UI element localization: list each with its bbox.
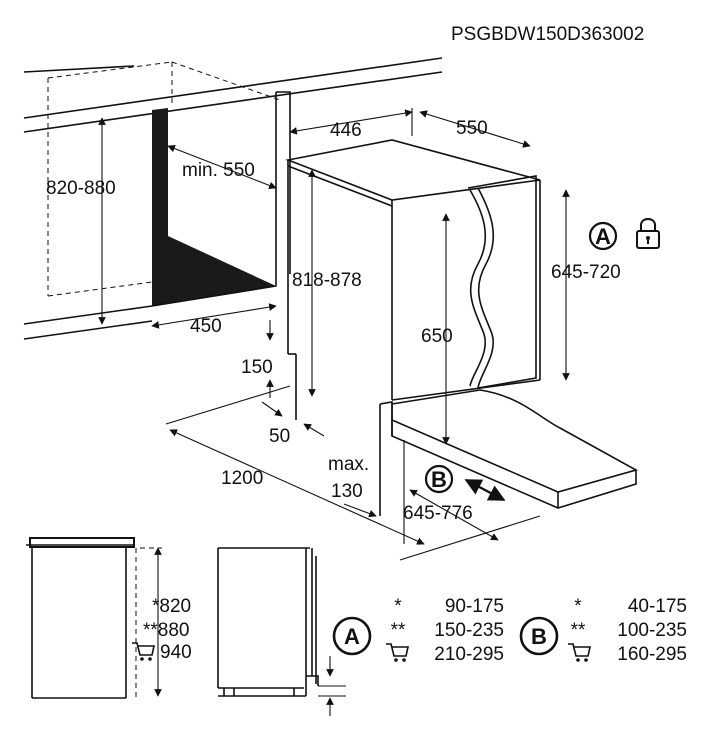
plinth-gap-label: 50 <box>269 426 290 447</box>
door-swing-ext-left <box>165 385 291 425</box>
marker-a-top: A <box>588 221 618 251</box>
worktop <box>23 57 443 340</box>
side-wall <box>152 108 276 306</box>
legend-b-sym-1: * <box>574 596 582 617</box>
legend-a-range-3: 210-295 <box>434 644 504 665</box>
top-width-label: 446 <box>330 120 362 141</box>
plinth-gap-arrow-right <box>303 423 325 437</box>
niche-height-label: 820-880 <box>46 178 116 199</box>
plinth-block <box>379 401 393 436</box>
plinth-gap-arrow-left <box>261 401 283 417</box>
legend-a-range-2: 150-235 <box>434 620 504 641</box>
cabinet-front-view <box>26 537 137 699</box>
min-depth-dimension-line <box>167 144 277 190</box>
legend-b-range-1: 40-175 <box>628 596 687 617</box>
appliance-body <box>276 91 541 420</box>
niche-dashed-outline <box>47 61 281 297</box>
svg-text:A: A <box>595 224 611 249</box>
max-value: 130 <box>331 481 363 502</box>
min-depth-label: min. 550 <box>182 160 255 181</box>
height-1: *820 <box>152 596 191 617</box>
door-panel <box>467 175 537 389</box>
trolley-icon <box>132 642 155 661</box>
legend-b-sym-2: ** <box>571 620 586 641</box>
plinth-height-label: 150 <box>241 357 273 378</box>
door-swing-label: 1200 <box>221 468 263 489</box>
legend-a-range-1: 90-175 <box>445 596 504 617</box>
legend-a-sym-1: * <box>394 596 402 617</box>
height-2: **880 <box>143 620 190 641</box>
niche-depth-dimension-line <box>151 303 277 329</box>
door-height-label: 645-720 <box>551 262 621 283</box>
legend-b-range-2: 100-235 <box>617 620 687 641</box>
legend-a-sym-2: ** <box>391 620 406 641</box>
legend-b-range-3: 160-295 <box>617 644 687 665</box>
top-depth-label: 550 <box>456 118 488 139</box>
legend-a-trolley-icon <box>386 643 409 662</box>
plinth-depth-double-arrow <box>464 478 506 502</box>
lock-icon <box>636 218 660 249</box>
top-width-dimension-line <box>289 109 413 135</box>
svg-text:B: B <box>531 624 547 649</box>
plinth-depth-dimension-line <box>409 489 499 541</box>
legend-b: B <box>519 616 559 656</box>
legend-a: A <box>332 616 372 656</box>
drawing-code: PSGBDW150D363002 <box>451 24 644 45</box>
svg-text:A: A <box>344 624 360 649</box>
marker-b-top: B <box>424 464 454 494</box>
legend-b-trolley-icon <box>568 643 591 662</box>
max-arrow <box>343 503 377 518</box>
door-swing-dimension-line <box>169 429 425 545</box>
appliance-height-label: 818-878 <box>292 270 362 291</box>
height-3: 940 <box>160 642 192 663</box>
appliance-side-view <box>217 547 319 697</box>
open-door-plinth <box>391 389 639 509</box>
svg-text:B: B <box>431 467 447 492</box>
max-label: max. <box>328 454 369 475</box>
plinth-depth-label: 645-776 <box>403 503 473 524</box>
niche-depth-label: 450 <box>190 316 222 337</box>
door-panel-height-label: 650 <box>421 326 453 347</box>
top-depth-dimension-line <box>419 110 531 148</box>
